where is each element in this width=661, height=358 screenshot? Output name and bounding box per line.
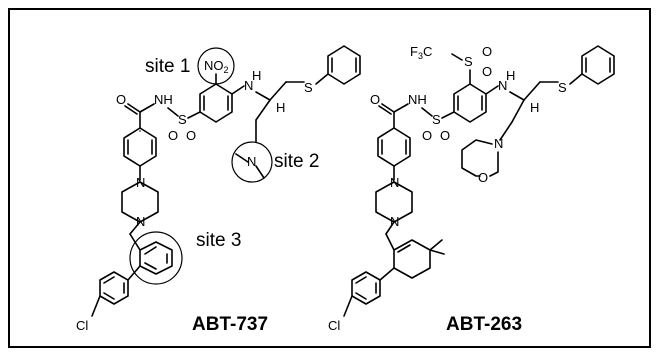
amide-nh: NH [154, 92, 173, 107]
site-1-label: site 1 [145, 56, 190, 77]
nitro-group: NO2 [204, 58, 229, 75]
sulfonyl-oxygen-1: O [168, 128, 178, 143]
abt-263-label: ABT-263 [446, 314, 522, 335]
triflyl-oxygen-2: O [482, 64, 492, 79]
sulfonyl-oxygen-2: O [186, 128, 196, 143]
morpholine-o: O [478, 170, 488, 185]
figure-frame [8, 8, 651, 348]
stereo-h: H [276, 100, 285, 115]
sulfonyl-sulfur: S [178, 112, 187, 127]
thioether-sulfur-263: S [558, 80, 567, 95]
sulfonyl-oxygen-263-2: O [440, 128, 450, 143]
site-2-circle [231, 141, 273, 183]
piperazine-n-lower: N [136, 214, 145, 229]
site-2-label: site 2 [274, 151, 319, 172]
triflyl-sulfur: S [464, 54, 473, 69]
piperazine-n-upper: N [136, 175, 145, 190]
site-3-circle [129, 231, 183, 285]
chlorine-atom: Cl [76, 318, 88, 333]
anilino-n-263: N [498, 78, 507, 93]
carbonyl-oxygen-263: O [370, 92, 380, 107]
sulfonyl-oxygen-263-1: O [422, 128, 432, 143]
piperazine-n-upper-263: N [390, 175, 399, 190]
chlorine-atom-263: Cl [328, 318, 340, 333]
site-1-circle [197, 47, 235, 85]
amide-nh-263: NH [408, 92, 427, 107]
trifluoromethyl: F3C [410, 44, 432, 61]
anilino-h-263: H [506, 68, 515, 83]
stereo-h-263: H [530, 100, 539, 115]
sulfonyl-sulfur-263: S [432, 112, 441, 127]
morpholine-n: N [494, 136, 503, 151]
site-3-label: site 3 [196, 230, 241, 251]
thioether-sulfur: S [304, 80, 313, 95]
abt-263-structure: Cl N N O NH S O O S O O [328, 44, 615, 335]
abt-737-structure: Cl N N O NH S O O NO2 si [76, 45, 361, 335]
triflyl-oxygen-1: O [482, 44, 492, 59]
dimethylamino-n: N [247, 154, 256, 169]
piperazine-n-lower-263: N [390, 214, 399, 229]
carbonyl-oxygen: O [116, 92, 126, 107]
anilino-h: H [252, 68, 261, 83]
anilino-nh: N [244, 78, 253, 93]
abt-737-label: ABT-737 [192, 314, 268, 335]
